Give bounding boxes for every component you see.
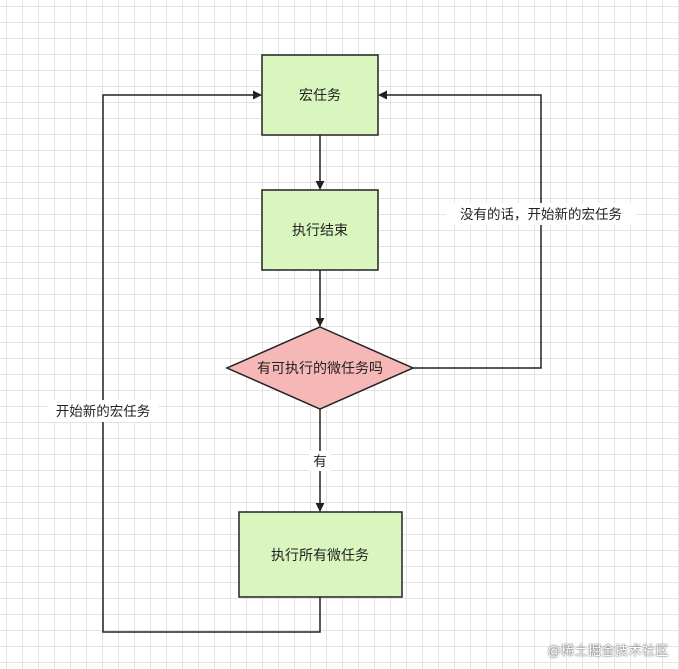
node-has-micro-tasks[interactable]: 有可执行的微任务吗 (225, 326, 415, 410)
node-macro-task-label: 宏任务 (299, 88, 341, 104)
node-execution-done-label: 执行结束 (292, 223, 348, 239)
svg-text:没有的话，开始新的宏任务: 没有的话，开始新的宏任务 (460, 207, 622, 223)
node-execution-done[interactable]: 执行结束 (261, 189, 379, 271)
edge-label-no-branch: 没有的话，开始新的宏任务 (446, 203, 636, 225)
node-has-micro-tasks-label: 有可执行的微任务吗 (257, 361, 383, 377)
edge-decision-no-to-macro (378, 90, 542, 369)
edge-micro-loop-to-macro (102, 90, 321, 633)
node-macro-task[interactable]: 宏任务 (261, 54, 379, 136)
edge-label-yes-branch: 有 (309, 451, 331, 471)
edge-label-loop-back: 开始新的宏任务 (48, 400, 158, 422)
node-run-all-micro-label: 执行所有微任务 (271, 548, 369, 564)
watermark: @稀土掘金技术社区 (547, 644, 669, 659)
svg-text:有: 有 (313, 454, 327, 470)
svg-text:开始新的宏任务: 开始新的宏任务 (56, 404, 151, 420)
node-run-all-micro[interactable]: 执行所有微任务 (238, 511, 403, 598)
